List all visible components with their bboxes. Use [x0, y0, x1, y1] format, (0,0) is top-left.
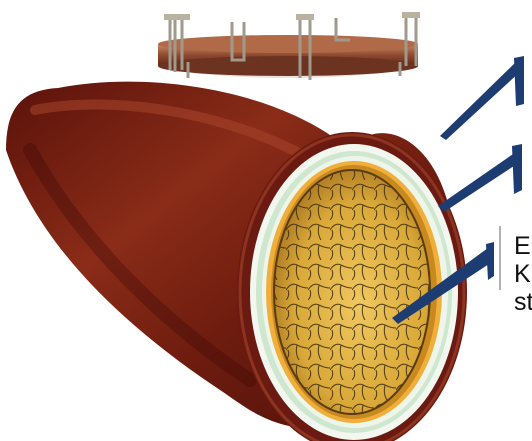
- core-label-line-3: st: [514, 288, 532, 316]
- cable-cross-section-icon: [6, 82, 467, 441]
- core-label-line-1: E: [514, 232, 531, 260]
- wire-coil-icon: [158, 12, 420, 80]
- core-label-line-2: K: [514, 260, 531, 288]
- pointer-jacket: [440, 60, 522, 140]
- pointer-insulation: [438, 152, 520, 212]
